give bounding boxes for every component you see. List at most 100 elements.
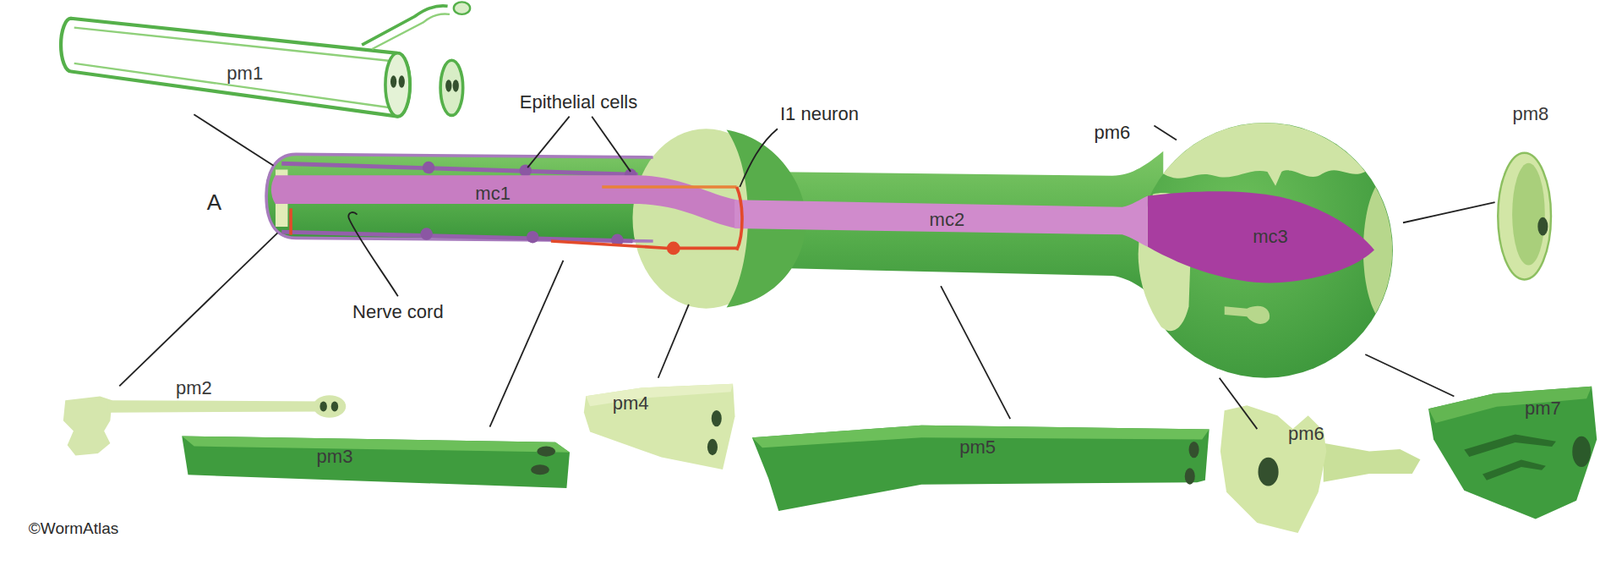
nucleus [536,446,556,457]
cell-shape [579,375,743,478]
nucleus [710,409,721,426]
cell-process [1323,442,1421,482]
leader-line [489,260,563,427]
nucleus [1537,217,1548,236]
pm1-cell: pm1 [55,0,475,125]
cell-face [181,436,570,453]
cell-body [752,424,1210,510]
part-name: pm7 [1524,397,1562,420]
marginal-cell: mc2 [734,188,1148,250]
cell-type-label: Epithelial cells [519,91,638,114]
cell-flap [362,5,448,45]
terminal-bulb-lobe [1224,305,1270,324]
cell-end [313,394,347,418]
nucleus [530,464,550,475]
leader-line [591,116,631,172]
pm3-cell: pm3 [175,423,576,493]
cylinder-ring [441,60,465,115]
leader-line [119,232,278,386]
marginal-cell: mc1 [267,169,737,237]
nucleus [331,400,339,411]
neuron-label: I1 neuron [780,103,859,126]
anterior-label: A [207,189,222,216]
part-name: pm6 [1288,422,1325,445]
epithelial-cell [526,230,539,243]
pm5-cell: pm5 [748,416,1218,514]
cell-body [1428,385,1597,519]
cell-slit [1463,433,1557,457]
cell-slit [1482,458,1546,480]
cylinder-end [385,53,410,117]
nerve-ring-tip [289,207,293,235]
neuron-soma [666,241,681,256]
cell-process [108,399,327,412]
nucleus [707,438,718,455]
leader-line [739,128,778,187]
terminal-bulb [1137,122,1393,378]
epithelial-cell [611,234,623,246]
leader-line [193,114,274,165]
structure-label: Nerve cord [352,300,444,323]
leader-line [527,116,569,168]
ring-inner [1512,163,1546,266]
part-label: pm6 [1094,121,1131,144]
nucleus [1188,441,1199,458]
nucleus [390,75,397,88]
leader-line [348,212,398,296]
terminal-bulb-cap [1163,122,1366,186]
cell-face [1428,385,1592,422]
neuron-process [601,185,737,189]
part-name: mc1 [475,182,511,205]
part-name: pm2 [175,376,213,399]
cell-shape [175,423,576,493]
part-name: pm8 [1512,103,1549,126]
leader-line [1365,354,1454,396]
flap-tip [453,1,470,14]
lumen-band [1147,191,1375,284]
cell-body [63,395,113,455]
cell-shape [1423,377,1600,523]
epithelial-cell [422,161,435,174]
cell-shape [55,0,475,125]
nucleus [1258,457,1279,487]
cell-face [585,383,733,407]
cell-body [181,436,570,489]
nucleus [319,400,327,411]
leader-line [1153,125,1177,141]
nucleus [446,79,453,92]
neuron-process [551,240,738,248]
cell-shape [748,416,1218,514]
cell-flap [372,13,451,49]
cylinder-inner-line [74,27,395,109]
nucleus [398,75,405,88]
lumen-band [271,175,737,230]
part-name: pm3 [316,445,354,468]
epithelial-cell [519,163,532,176]
leader-line [658,304,689,378]
pm8-cell: pm8 [1491,99,1564,284]
epithelial-cell [420,227,432,240]
leader-line [1403,202,1496,223]
pm6-cell: pm6 [1216,379,1426,543]
leader-line [1219,377,1258,429]
cell-body [584,383,736,470]
ring-outer [1497,152,1551,280]
nucleus [453,79,459,92]
marginal-cell: mc3 [1147,188,1378,291]
lumen-band [734,196,1148,247]
part-name: pm5 [959,436,996,459]
part-name: mc2 [929,208,966,231]
cylinder-outline [60,18,410,117]
nucleus [1572,435,1591,466]
pm7-cell: pm7 [1423,377,1600,523]
part-name: pm4 [612,392,650,415]
pm4-cell: pm4 [579,375,743,478]
leader-lines [119,114,1495,429]
part-name: pm1 [226,62,263,85]
part-name: mc3 [1252,225,1289,248]
cell-body [1220,404,1327,533]
leader-line [940,285,1011,419]
